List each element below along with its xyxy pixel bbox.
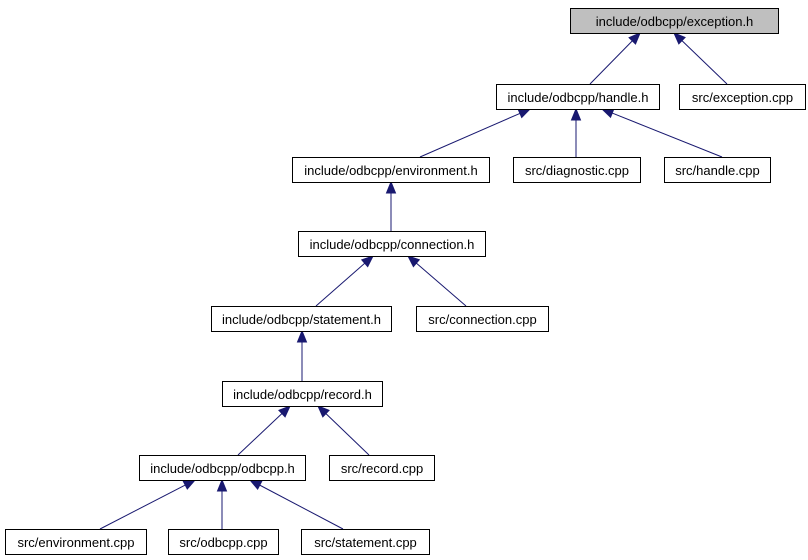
node-connection-cpp[interactable]: src/connection.cpp	[416, 306, 549, 332]
edge-line	[612, 112, 723, 158]
edge-line	[237, 413, 283, 456]
arrowhead-icon	[385, 180, 397, 194]
node-record-h[interactable]: include/odbcpp/record.h	[222, 381, 383, 407]
node-diagnostic-cpp[interactable]: src/diagnostic.cpp	[513, 157, 641, 183]
arrowhead-icon	[317, 405, 330, 418]
edge-statement_h-to-connection_h	[315, 255, 374, 307]
node-label: src/odbcpp.cpp	[179, 535, 267, 550]
arrowhead-icon	[278, 405, 291, 418]
node-label: src/environment.cpp	[17, 535, 134, 550]
edge-environment_cpp-to-odbcpp_h	[99, 479, 197, 530]
node-box	[211, 306, 392, 332]
edge-line	[589, 40, 633, 85]
node-box	[168, 529, 279, 555]
node-box	[222, 381, 383, 407]
edge-diagnostic_cpp-to-handle_h	[570, 107, 582, 157]
node-box	[679, 84, 806, 110]
node-label: include/odbcpp/odbcpp.h	[150, 461, 295, 476]
edge-record_cpp-to-record_h	[317, 405, 370, 456]
arrowhead-icon	[248, 479, 263, 491]
arrowhead-icon	[216, 478, 228, 492]
graph-edges	[99, 32, 728, 530]
arrowhead-icon	[517, 108, 532, 119]
arrowhead-icon	[673, 32, 686, 45]
node-label: include/odbcpp/connection.h	[310, 237, 475, 252]
node-box	[5, 529, 147, 555]
edge-line	[99, 484, 186, 530]
node-label: src/handle.cpp	[675, 163, 760, 178]
node-box	[496, 84, 660, 110]
arrowhead-icon	[628, 32, 641, 45]
node-odbcpp-h[interactable]: include/odbcpp/odbcpp.h	[139, 455, 306, 481]
node-box	[292, 157, 490, 183]
edge-line	[315, 262, 366, 307]
node-exception-h: include/odbcpp/exception.h	[570, 8, 779, 34]
node-box	[298, 231, 486, 257]
arrowhead-icon	[182, 479, 197, 490]
node-handle-h[interactable]: include/odbcpp/handle.h	[496, 84, 660, 110]
edge-connection_h-to-environment_h	[385, 180, 397, 231]
node-statement-h[interactable]: include/odbcpp/statement.h	[211, 306, 392, 332]
edge-environment_h-to-handle_h	[419, 108, 532, 158]
node-label: include/odbcpp/statement.h	[222, 312, 381, 327]
node-box	[329, 455, 435, 481]
node-label: src/statement.cpp	[314, 535, 417, 550]
edge-odbcpp_h-to-record_h	[237, 405, 291, 456]
edge-line	[259, 484, 344, 530]
node-record-cpp[interactable]: src/record.cpp	[329, 455, 435, 481]
node-box	[664, 157, 771, 183]
arrowhead-icon	[360, 255, 374, 268]
node-exception-cpp[interactable]: src/exception.cpp	[679, 84, 806, 110]
arrowhead-icon	[406, 255, 421, 268]
node-environment-cpp[interactable]: src/environment.cpp	[5, 529, 147, 555]
node-connection-h[interactable]: include/odbcpp/connection.h	[298, 231, 486, 257]
edge-exception_cpp-to-exception_h	[673, 32, 728, 85]
edge-odbcpp_cpp-to-odbcpp_h	[216, 478, 228, 529]
edge-statement_cpp-to-odbcpp_h	[248, 479, 344, 530]
edge-record_h-to-statement_h	[296, 329, 308, 381]
edge-line	[681, 40, 728, 85]
node-statement-cpp[interactable]: src/statement.cpp	[301, 529, 430, 555]
edge-handle_cpp-to-handle_h	[600, 108, 723, 158]
edge-line	[325, 413, 370, 456]
graph-nodes: include/odbcpp/exception.h include/odbcpp…	[5, 8, 806, 555]
node-label: src/record.cpp	[341, 461, 423, 476]
node-label: include/odbcpp/exception.h	[596, 14, 754, 29]
node-label: include/odbcpp/record.h	[233, 387, 372, 402]
node-label: include/odbcpp/environment.h	[304, 163, 477, 178]
edge-handle_h-to-exception_h	[589, 32, 641, 85]
node-box	[416, 306, 549, 332]
node-label: include/odbcpp/handle.h	[508, 90, 649, 105]
node-label: src/exception.cpp	[692, 90, 793, 105]
node-odbcpp-cpp[interactable]: src/odbcpp.cpp	[168, 529, 279, 555]
node-box	[301, 529, 430, 555]
edge-connection_cpp-to-connection_h	[406, 255, 467, 307]
node-box	[513, 157, 641, 183]
arrowhead-icon	[600, 108, 615, 119]
node-label: src/connection.cpp	[428, 312, 536, 327]
edge-line	[419, 112, 521, 158]
node-box	[570, 8, 779, 34]
node-handle-cpp[interactable]: src/handle.cpp	[664, 157, 771, 183]
node-environment-h[interactable]: include/odbcpp/environment.h	[292, 157, 490, 183]
arrowhead-icon	[570, 107, 582, 121]
node-box	[139, 455, 306, 481]
node-label: src/diagnostic.cpp	[525, 163, 629, 178]
arrowhead-icon	[296, 329, 308, 343]
edge-line	[416, 262, 467, 307]
